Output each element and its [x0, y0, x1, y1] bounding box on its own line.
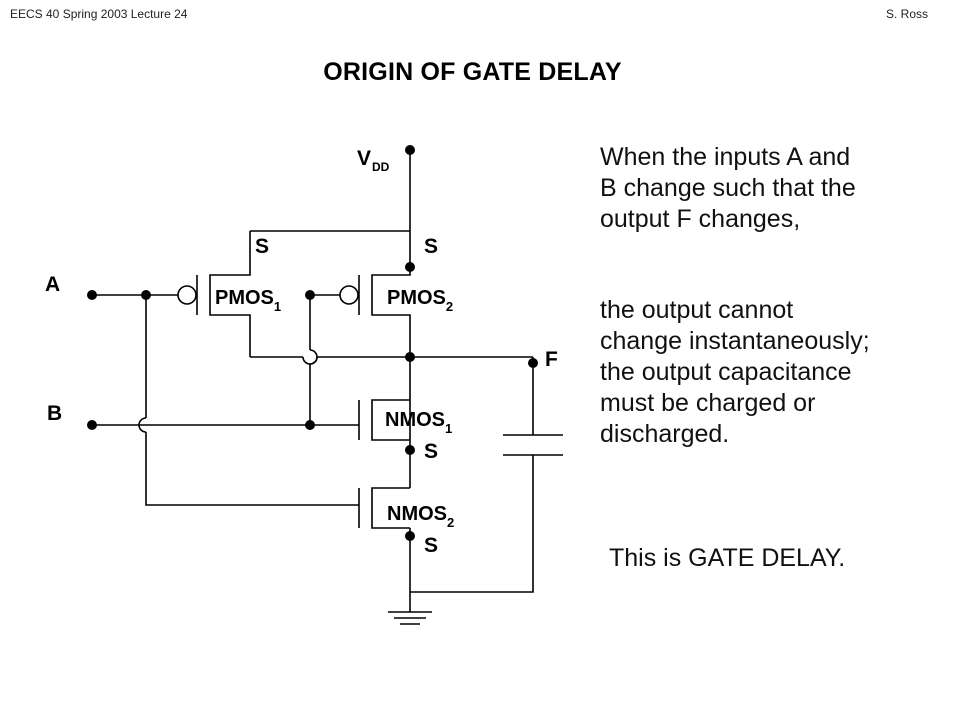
pmos1-channel — [209, 231, 251, 357]
paragraph-line: discharged. — [600, 420, 730, 448]
input-a-to-nmos2 — [145, 432, 359, 506]
pmos2-label: PMOS2 — [387, 287, 453, 314]
input-b-crossover — [309, 349, 318, 365]
input-b-label: B — [47, 402, 62, 425]
vdd-label: VDD — [357, 147, 390, 174]
circuit-wires — [92, 150, 563, 625]
pmos1-source-label: S — [255, 235, 269, 258]
header-course: EECS 40 Spring 2003 Lecture 24 — [10, 7, 188, 21]
cap-ground-wire — [410, 455, 534, 593]
nmos2-source-node — [405, 531, 415, 541]
conclusion-text: This is GATE DELAY. — [609, 544, 846, 572]
nmos1-label: NMOS1 — [385, 409, 452, 436]
header-author: S. Ross — [885, 7, 928, 21]
input-a-junction — [141, 290, 151, 300]
input-b-junction — [305, 420, 315, 430]
paragraph-line: output F changes, — [600, 205, 801, 233]
pmos2-gate-junction — [305, 290, 315, 300]
input-a-node — [87, 290, 97, 300]
pmos2-inversion-bubble — [339, 285, 359, 305]
output-junction — [405, 352, 415, 362]
paragraph-line: When the inputs A and — [600, 143, 851, 171]
explanation-paragraph-2: the output cannot change instantaneously… — [600, 295, 960, 450]
nmos1-source-label: S — [424, 440, 438, 463]
output-f-node — [528, 358, 538, 368]
paragraph-line: the output capacitance — [600, 358, 852, 386]
pmos1-label: PMOS1 — [215, 287, 281, 314]
pmos2-source-node — [405, 262, 415, 272]
explanation-paragraph-1: When the inputs A and B change such that… — [600, 142, 960, 235]
nmos2-source-label: S — [424, 534, 438, 557]
vdd-node — [405, 145, 415, 155]
paragraph-line: B change such that the — [600, 174, 856, 202]
nmos2-channel — [371, 487, 410, 529]
nmos2-label: NMOS2 — [387, 503, 454, 530]
paragraph-line: must be charged or — [600, 389, 816, 417]
pmos2-source-label: S — [424, 235, 438, 258]
slide-title: ORIGIN OF GATE DELAY — [323, 58, 622, 86]
paragraph-line: the output cannot — [600, 296, 794, 324]
nmos1-source-node — [405, 445, 415, 455]
nmos1-channel — [371, 399, 410, 441]
input-a-label: A — [45, 273, 60, 296]
output-f-label: F — [545, 348, 558, 371]
input-b-node — [87, 420, 97, 430]
paragraph-line: change instantaneously; — [600, 327, 870, 355]
pmos1-inversion-bubble — [177, 285, 197, 305]
